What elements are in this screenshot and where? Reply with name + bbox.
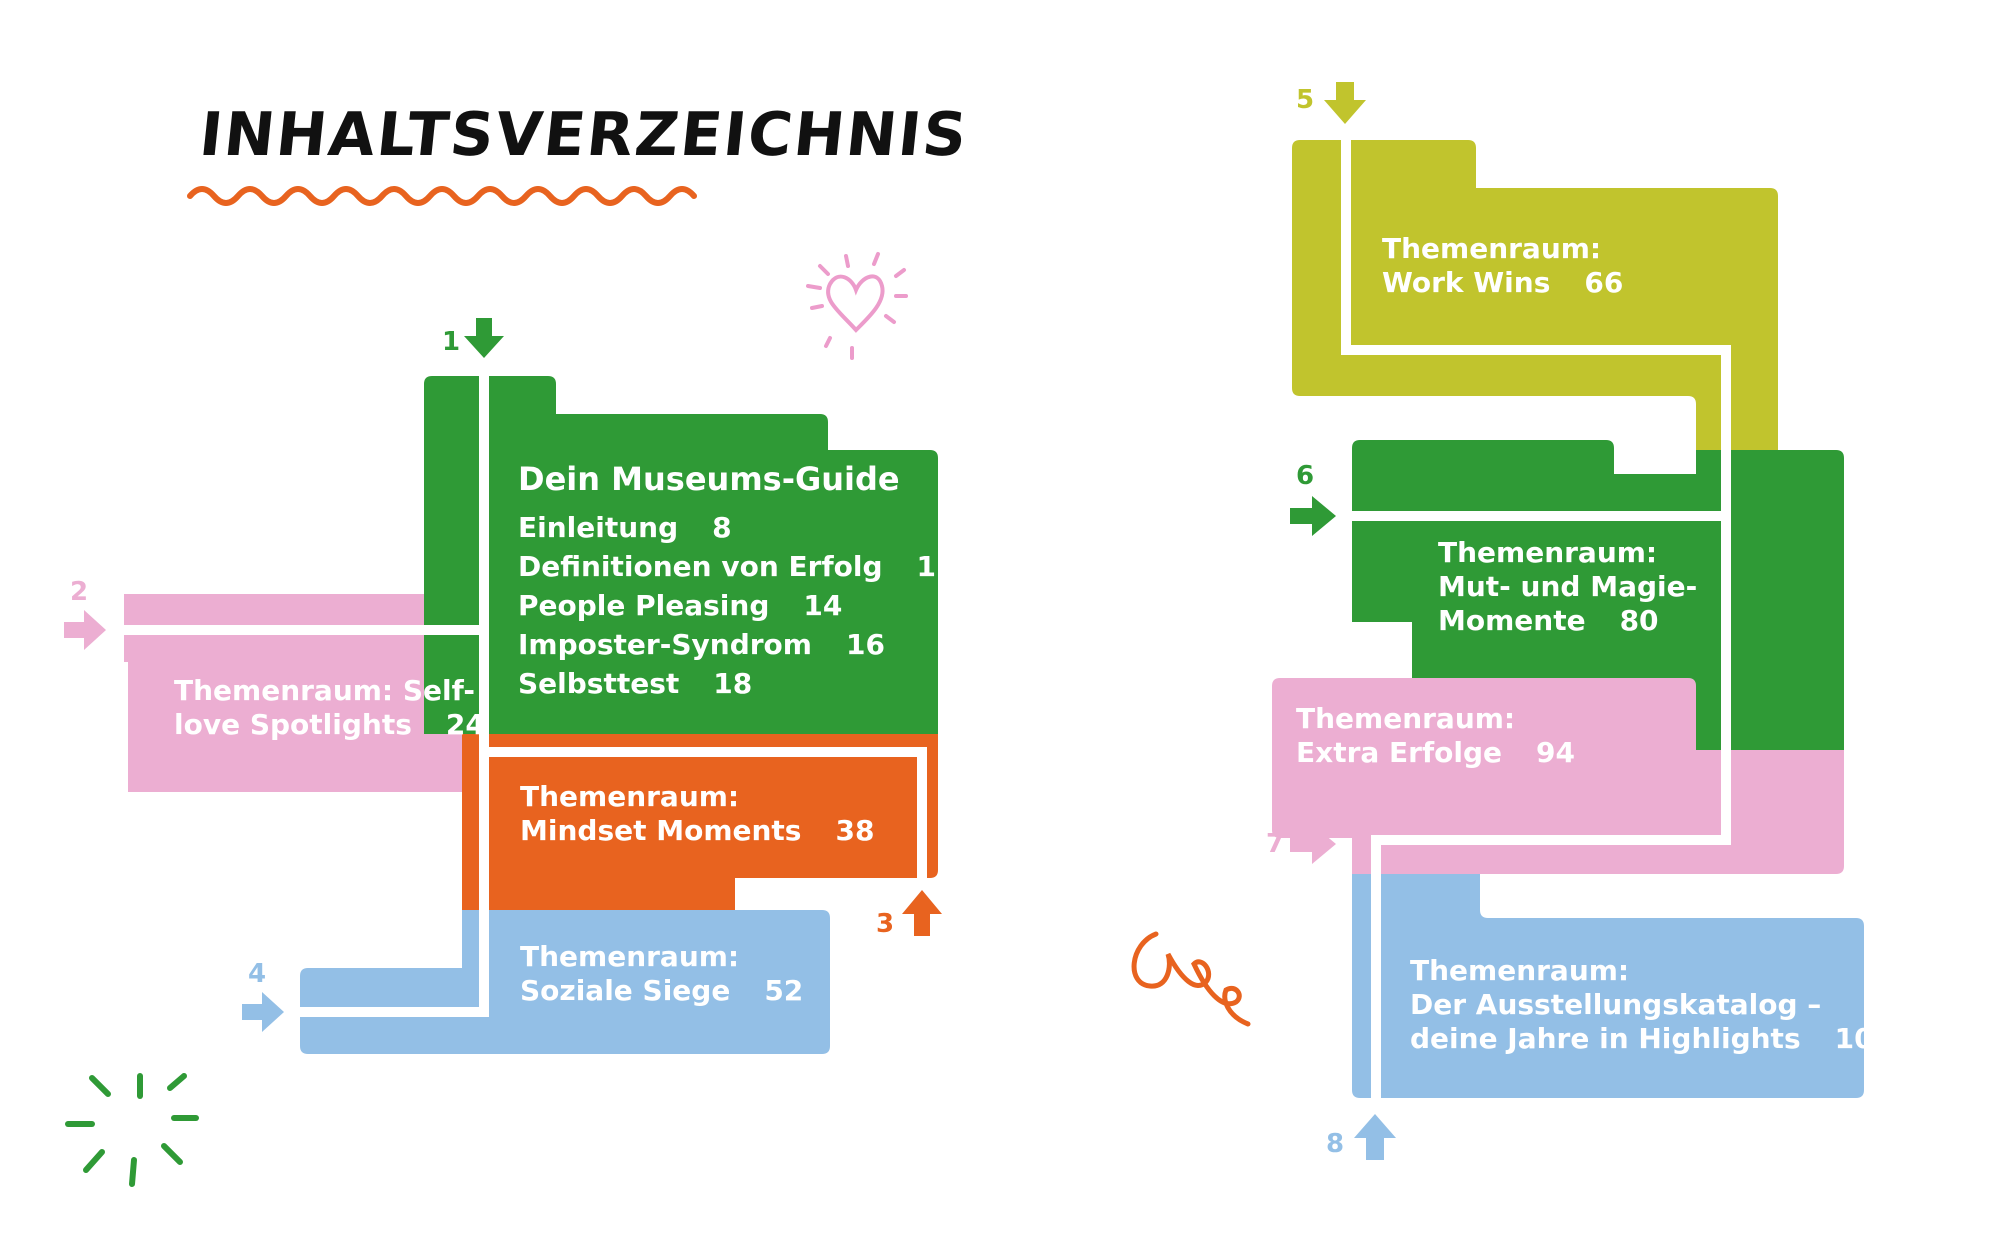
- toc-entry[interactable]: Definitionen von Erfolg 12: [518, 547, 955, 586]
- toc-entry-page: 16: [845, 628, 885, 661]
- marker-1: 1: [442, 327, 460, 357]
- toc-entry-label: Extra Erfolge: [1296, 736, 1503, 769]
- toc-entry-label: Der Ausstellungskatalog –: [1410, 988, 1822, 1021]
- arrow-up-3: [902, 890, 942, 936]
- toc-entry-label: Mut- und Magie-: [1438, 570, 1698, 603]
- marker-3: 3: [876, 909, 894, 939]
- marker-6: 6: [1296, 461, 1314, 491]
- toc-entry-mindset[interactable]: Themenraum: Mindset Moments 38: [520, 780, 874, 848]
- arrow-right-6: [1290, 496, 1336, 536]
- burst-icon: [65, 1073, 199, 1187]
- block-mindset: [462, 734, 938, 910]
- route-branch-orange: [484, 747, 927, 878]
- marker-8: 8: [1326, 1129, 1344, 1159]
- block-work-notch: [1696, 396, 1778, 450]
- toc-entry-label: Themenraum:: [1296, 702, 1516, 735]
- toc-entry-page: 12: [916, 550, 956, 583]
- marker-5: 5: [1296, 85, 1314, 115]
- arrow-down-1: [464, 318, 504, 358]
- toc-entry-page: 66: [1584, 266, 1624, 299]
- toc-entry-label: love Spotlights: [174, 708, 412, 741]
- toc-entry-soziale[interactable]: Themenraum: Soziale Siege 52: [520, 940, 803, 1008]
- block-extra: [1272, 678, 1844, 874]
- toc-entry-label: Themenraum:: [520, 780, 740, 813]
- toc-entry-label: Imposter-Syndrom: [518, 628, 812, 661]
- guide-heading: Dein Museums-Guide: [518, 460, 900, 498]
- toc-entry-page: 100: [1834, 1022, 1894, 1055]
- toc-entry-label: Themenraum:: [1410, 954, 1630, 987]
- toc-entry-label: Einleitung: [518, 511, 679, 544]
- toc-entry-label: Mindset Moments: [520, 814, 802, 847]
- toc-entry-label: Themenraum: Self-: [174, 674, 475, 707]
- toc-entry-label: Momente: [1438, 604, 1586, 637]
- squiggle-icon: [1131, 931, 1251, 1027]
- toc-entry-label: deine Jahre in Highlights: [1410, 1022, 1801, 1055]
- toc-entry-label: Selbsttest: [518, 667, 680, 700]
- marker-4: 4: [248, 959, 266, 989]
- zigzag-underline: [187, 186, 697, 206]
- route-line-right: [1341, 140, 1731, 1098]
- toc-entry-mut[interactable]: Themenraum: Mut- und Magie- Momente 80: [1438, 536, 1697, 638]
- toc-entry-label: Themenraum:: [1438, 536, 1658, 569]
- toc-entry-label: Themenraum:: [520, 940, 740, 973]
- route-line-left: [300, 376, 489, 1017]
- toc-entry-work[interactable]: Themenraum: Work Wins 66: [1382, 232, 1623, 300]
- toc-entry-page: 14: [803, 589, 843, 622]
- toc-entry-page: 18: [713, 667, 753, 700]
- toc-entry[interactable]: Selbsttest 18: [518, 664, 955, 703]
- toc-entry[interactable]: Einleitung 8: [518, 508, 955, 547]
- toc-entry-page: 52: [764, 974, 804, 1007]
- toc-entry[interactable]: People Pleasing 14: [518, 586, 955, 625]
- block-guide: [424, 376, 938, 734]
- arrow-right-7: [1290, 824, 1336, 864]
- toc-entry-label: Themenraum:: [1382, 232, 1602, 265]
- toc-entry-page: 8: [712, 511, 732, 544]
- toc-entry-page: 24: [445, 708, 485, 741]
- arrow-right-4: [242, 992, 284, 1032]
- toc-entry-label: Soziale Siege: [520, 974, 731, 1007]
- marker-7: 7: [1266, 829, 1284, 859]
- arrow-right-2: [64, 610, 106, 650]
- block-work: [1292, 140, 1778, 450]
- toc-entry[interactable]: Imposter-Syndrom 16: [518, 625, 955, 664]
- toc-entry-katalog[interactable]: Themenraum: Der Ausstellungskatalog – de…: [1410, 954, 1893, 1056]
- arrow-down-5: [1324, 82, 1366, 124]
- toc-entry-page: 80: [1619, 604, 1659, 637]
- marker-2: 2: [70, 577, 88, 607]
- guide-section: Dein Museums-Guide Einleitung 8 Definitio…: [518, 458, 955, 703]
- arrow-up-8: [1354, 1114, 1396, 1160]
- toc-entry-label: Definitionen von Erfolg: [518, 550, 883, 583]
- block-katalog: [1352, 862, 1864, 1098]
- toc-entry-label: Work Wins: [1382, 266, 1551, 299]
- toc-entry-page: 38: [835, 814, 875, 847]
- toc-entry-page: 94: [1536, 736, 1575, 769]
- block-selflove-tab: [124, 594, 480, 792]
- page-title: INHALTSVERZEICHNIS: [196, 100, 972, 170]
- toc-entry-label: People Pleasing: [518, 589, 770, 622]
- toc-entry-extra[interactable]: Themenraum: Extra Erfolge 94: [1296, 702, 1575, 770]
- heart-icon: [806, 252, 908, 360]
- block-soziale: [300, 910, 830, 1054]
- toc-entry-selflove[interactable]: Themenraum: Self- love Spotlights 24: [174, 674, 485, 742]
